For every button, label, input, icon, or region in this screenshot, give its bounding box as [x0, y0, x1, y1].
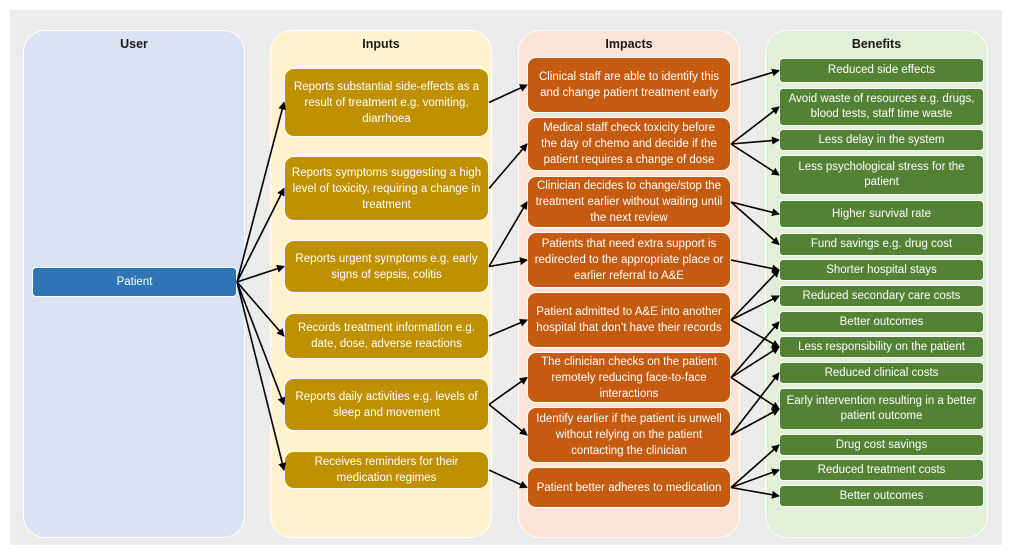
impact-node-text: Patients that need extra support is redi…: [534, 238, 724, 282]
benefit-node: Higher survival rate: [779, 200, 984, 228]
impact-node: Patient admitted to A&E into another hos…: [527, 292, 731, 348]
input-node-text: Receives reminders for their medication …: [314, 456, 459, 484]
benefit-node-text: Fund savings e.g. drug cost: [810, 238, 953, 250]
benefit-node-text: Drug cost savings: [835, 438, 928, 451]
impact-node: Clinical staff are able to identify this…: [527, 57, 731, 113]
input-node-text: Reports urgent symptoms e.g. early signs…: [295, 252, 478, 281]
benefit-node: Reduced secondary care costs: [779, 285, 984, 307]
input-node: Reports substantial side-effects as a re…: [284, 68, 489, 137]
impact-node-text: Clinician decides to change/stop the tre…: [535, 180, 723, 224]
benefits-column-title: Benefits: [851, 37, 902, 51]
impact-node-text: Medical staff check toxicity before the …: [541, 122, 717, 166]
benefit-node: Avoid waste of resources e.g. drugs, blo…: [779, 88, 984, 126]
benefit-node-text: Early intervention resulting in a better…: [786, 395, 977, 422]
benefit-node: Shorter hospital stays: [779, 259, 984, 281]
benefit-node: Drug cost savings: [779, 434, 984, 456]
benefit-node-text: Reduced secondary care costs: [802, 289, 961, 302]
benefit-node-text: Less responsibility on the patient: [798, 340, 965, 353]
impact-node-text: Identify earlier if the patient is unwel…: [536, 413, 722, 457]
user-node-patient: Patient: [32, 267, 237, 297]
user-column-title: User: [120, 37, 148, 51]
benefit-node-text: Reduced clinical costs: [824, 366, 939, 379]
user-node-label: Patient: [116, 276, 153, 288]
benefit-node-text: Better outcomes: [839, 489, 924, 502]
benefit-node: Better outcomes: [779, 311, 984, 333]
input-node-text: Records treatment information e.g. date,…: [297, 322, 476, 350]
input-node: Reports symptoms suggesting a high level…: [284, 156, 489, 221]
benefit-node-text: Better outcomes: [839, 315, 924, 328]
benefit-node: Fund savings e.g. drug cost: [779, 233, 984, 256]
input-node: Reports daily activities e.g. levels of …: [284, 378, 489, 431]
impact-node-text: The clinician checks on the patient remo…: [541, 355, 717, 400]
impact-node: The clinician checks on the patient remo…: [527, 352, 731, 403]
benefit-node-text: Reduced treatment costs: [817, 463, 946, 476]
benefit-node: Reduced treatment costs: [779, 459, 984, 481]
benefit-node: Less responsibility on the patient: [779, 336, 984, 358]
input-node-text: Reports daily activities e.g. levels of …: [295, 390, 478, 419]
benefit-node: Less delay in the system: [779, 129, 984, 151]
input-node: Records treatment information e.g. date,…: [284, 313, 489, 359]
benefit-node: Better outcomes: [779, 485, 984, 507]
benefit-node: Less psychological stress for the patien…: [779, 155, 984, 195]
impact-node: Identify earlier if the patient is unwel…: [527, 407, 731, 463]
impact-node: Patient better adheres to medication: [527, 467, 731, 508]
benefit-node-text: Reduced side effects: [827, 64, 936, 76]
impact-node: Medical staff check toxicity before the …: [527, 117, 731, 171]
benefit-node-text: Less psychological stress for the patien…: [798, 161, 965, 188]
benefit-node: Reduced side effects: [779, 58, 984, 83]
impact-node: Clinician decides to change/stop the tre…: [527, 176, 731, 228]
inputs-column-title: Inputs: [362, 37, 400, 51]
benefit-node-text: Higher survival rate: [831, 207, 932, 220]
input-node-text: Reports substantial side-effects as a re…: [293, 80, 480, 125]
input-node-text: Reports symptoms suggesting a high level…: [291, 166, 482, 211]
impact-node-text: Patient admitted to A&E into another hos…: [536, 306, 722, 334]
input-node: Receives reminders for their medication …: [284, 451, 489, 489]
benefit-node-text: Less delay in the system: [818, 133, 945, 146]
impact-node: Patients that need extra support is redi…: [527, 232, 731, 288]
impacts-column-title: Impacts: [605, 37, 653, 51]
input-node: Reports urgent symptoms e.g. early signs…: [284, 240, 489, 293]
benefit-node-text: Shorter hospital stays: [826, 263, 937, 276]
benefit-node-text: Avoid waste of resources e.g. drugs, blo…: [788, 93, 975, 120]
impact-node-text: Clinical staff are able to identify this…: [538, 71, 720, 99]
benefit-node: Early intervention resulting in a better…: [779, 388, 984, 430]
impact-node-text: Patient better adheres to medication: [536, 481, 722, 494]
benefit-node: Reduced clinical costs: [779, 362, 984, 384]
